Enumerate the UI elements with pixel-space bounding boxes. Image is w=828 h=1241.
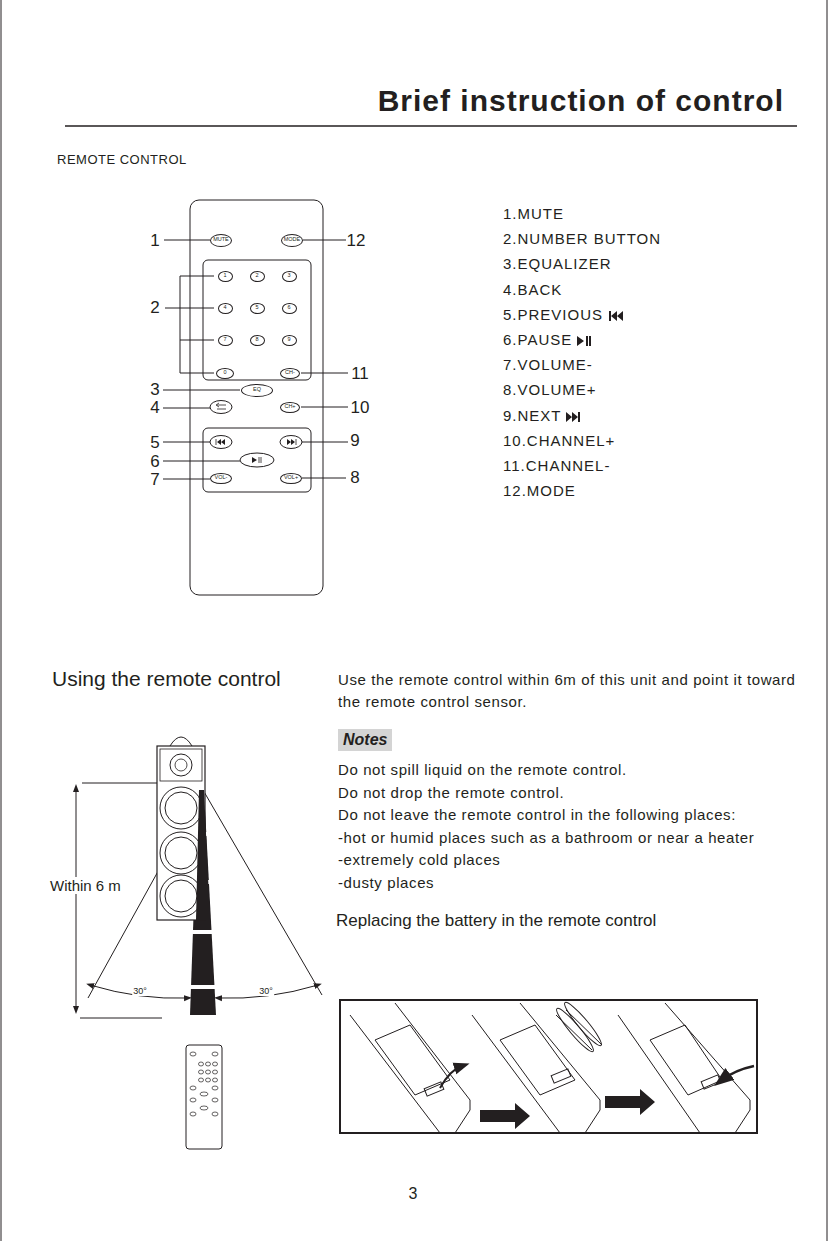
prev-icon (607, 310, 623, 322)
legend-item: 3.EQUALIZER (503, 255, 612, 272)
button-label: 3 (287, 273, 290, 279)
play-icon (576, 335, 592, 347)
note-text: Do not spill liquid on the remote contro… (338, 761, 627, 778)
legend-item: 6.PAUSE (503, 331, 572, 348)
callout-number: 11 (351, 364, 369, 384)
remote-button: 7 (218, 335, 233, 346)
section-label: REMOTE CONTROL (57, 152, 187, 167)
button-label: 1 (223, 273, 226, 279)
button-label: VOL+ (284, 475, 298, 481)
callout-number: 5 (150, 433, 159, 453)
callout-number: 6 (150, 452, 159, 472)
callout-number: 3 (150, 380, 159, 400)
note-text: Within 6 m (50, 877, 121, 894)
legend-item: 12.MODE (503, 482, 576, 499)
remote-button: 1 (218, 271, 233, 282)
legend-item: 9.NEXT (503, 407, 562, 424)
note-text: Do not leave the remote control in the f… (338, 806, 736, 823)
legend-item: 1.MUTE (503, 205, 564, 222)
callout-number: 1 (150, 231, 159, 251)
button-label: 5 (255, 305, 258, 311)
legend-item: 2.NUMBER BUTTON (503, 230, 661, 247)
remote-button: CH- (280, 368, 300, 379)
notes-box: Notes (338, 729, 392, 751)
legend-item: 5.PREVIOUS (503, 306, 603, 323)
callout-number: 2 (150, 298, 159, 318)
button-label: 2 (255, 273, 258, 279)
button-label: CH+ (284, 404, 295, 410)
remote-button: 8 (250, 335, 265, 346)
remote-button: 3 (282, 271, 297, 282)
note-text: -hot or humid places such as a bathroom … (338, 829, 754, 846)
legend-item: 8.VOLUME+ (503, 381, 597, 398)
button-label: 0 (223, 370, 226, 376)
legend-item: 11.CHANNEL- (503, 457, 610, 474)
remote-button: 2 (250, 271, 265, 282)
note-text: Replacing the battery in the remote cont… (336, 911, 656, 931)
legend-item: 4.BACK (503, 281, 562, 298)
note-text: -dusty places (338, 874, 434, 891)
note-text: Use the remote control within 6m of this… (338, 669, 798, 713)
remote-button: MUTE (210, 234, 232, 247)
remote-button: 0 (216, 368, 234, 379)
remote-button: VOL- (210, 473, 232, 484)
remote-button: VOL+ (280, 473, 302, 484)
button-label: 7 (223, 337, 226, 343)
button-label: EQ (253, 387, 261, 393)
page-title: Brief instruction of control (378, 84, 784, 118)
button-label: 4 (223, 305, 226, 311)
remote-button: CH+ (280, 402, 300, 413)
remote-button: 6 (282, 303, 297, 314)
note-text: -extremely cold places (338, 851, 500, 868)
note-text: 30° (258, 986, 274, 996)
remote-button: MODE (281, 234, 303, 247)
page-number: 3 (409, 1185, 418, 1203)
button-label: CH- (285, 370, 295, 376)
button-label: VOL- (215, 475, 228, 481)
notes-heading: Notes (343, 731, 387, 749)
button-label: 8 (255, 337, 258, 343)
note-text: 30° (132, 986, 148, 996)
next-icon (566, 411, 582, 423)
remote-button: 5 (250, 303, 265, 314)
button-label: 6 (287, 305, 290, 311)
callout-number: 7 (150, 470, 159, 490)
remote-button: 9 (282, 335, 297, 346)
note-text: Using the remote control (52, 667, 281, 691)
remote-button: EQ (241, 384, 273, 397)
callout-number: 8 (350, 468, 359, 488)
callout-number: 10 (351, 398, 370, 418)
legend-item: 10.CHANNEL+ (503, 432, 615, 449)
note-text: Do not drop the remote control. (338, 784, 564, 801)
callout-number: 12 (347, 231, 366, 251)
callout-number: 4 (150, 398, 159, 418)
remote-button: 4 (218, 303, 233, 314)
button-label: MODE (284, 237, 301, 243)
button-label: MUTE (213, 237, 229, 243)
legend-item: 7.VOLUME- (503, 356, 593, 373)
callout-number: 9 (350, 431, 359, 451)
button-label: 9 (287, 337, 290, 343)
